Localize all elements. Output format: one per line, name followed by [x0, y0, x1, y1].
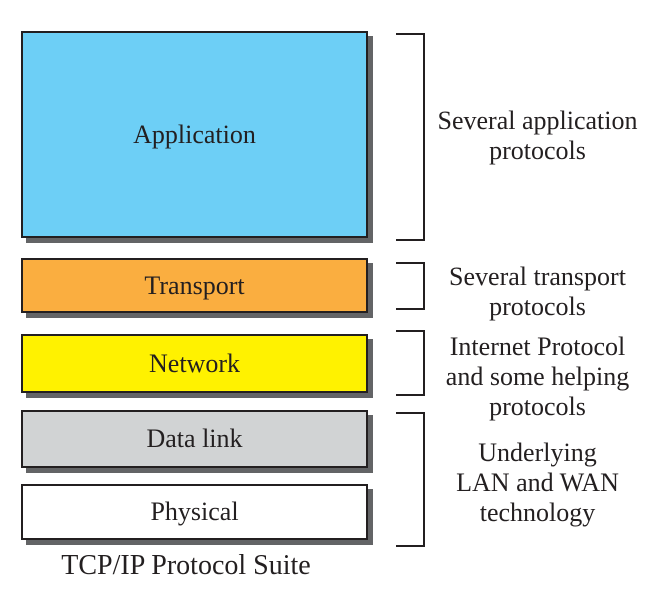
layer-box-transport: Transport	[21, 258, 368, 313]
layer-label-network: Network	[149, 348, 240, 378]
layer-box-application: Application	[21, 31, 368, 238]
layer-box-data-link: Data link	[21, 410, 368, 468]
diagram-caption: TCP/IP Protocol Suite	[61, 550, 311, 581]
bracket-application	[396, 33, 425, 241]
layer-label-transport: Transport	[144, 270, 245, 300]
layer-box-physical: Physical	[21, 484, 368, 540]
bracket-network	[396, 330, 425, 396]
annotation-transport-protocols: Several transport protocols	[449, 262, 626, 321]
annotation-underlying-technology: Underlying LAN and WAN technology	[456, 438, 619, 527]
annotation-internet-protocol: Internet Protocol and some helping proto…	[445, 332, 630, 421]
annotation-application-protocols: Several application protocols	[437, 106, 638, 165]
layer-box-network: Network	[21, 334, 368, 393]
layer-label-application: Application	[133, 119, 256, 149]
bracket-transport	[396, 262, 425, 310]
layer-label-physical: Physical	[150, 497, 239, 526]
layer-label-data-link: Data link	[146, 424, 243, 453]
bracket-data-link-physical	[396, 412, 425, 547]
